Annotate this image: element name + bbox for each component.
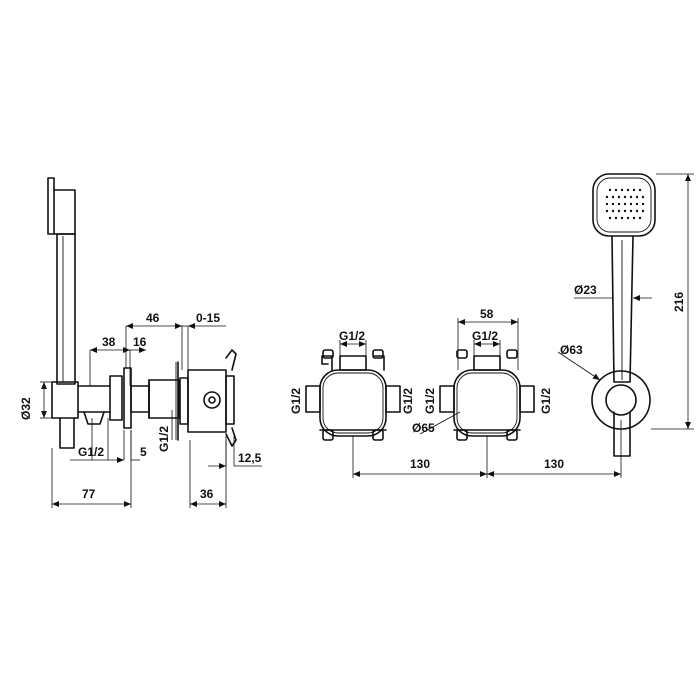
front-box-right: 58 G1/2 G1/2 G1/2 Ø65 <box>412 307 553 478</box>
front-right-g12-top: G1/2 <box>472 329 498 343</box>
side-mixer-body <box>175 349 237 447</box>
dim-5-label: 5 <box>140 445 147 459</box>
front-left-g12-right: G1/2 <box>401 388 415 414</box>
hs-dim-216: 216 <box>672 292 686 312</box>
shower-nozzles <box>605 188 645 220</box>
front-right-g12-right: G1/2 <box>539 388 553 414</box>
front-spacing-dims: 130 130 <box>353 420 622 478</box>
dim-g12-bottom-label: G1/2 <box>78 445 104 459</box>
dim-d32-label: Ø32 <box>19 397 33 420</box>
hs-dim-d63: Ø63 <box>560 343 583 357</box>
front-dim-58: 58 <box>480 307 494 321</box>
dim-36-label: 36 <box>200 487 214 501</box>
front-dim-130-a: 130 <box>410 457 430 471</box>
dim-38-label: 38 <box>102 335 116 349</box>
side-dimensions: 46 0-15 38 16 Ø32 G1/2 G <box>19 311 262 508</box>
front-box-left: G1/2 G1/2 G1/2 <box>289 329 415 478</box>
dim-46-label: 46 <box>146 311 160 325</box>
dim-16-label: 16 <box>133 335 147 349</box>
front-left-g12-left: G1/2 <box>289 388 303 414</box>
dim-0-15-label: 0-15 <box>196 311 220 325</box>
side-wall-elbow <box>51 367 180 449</box>
hand-shower-front: Ø23 Ø63 216 <box>557 173 694 457</box>
dim-12-5-label: 12,5 <box>238 451 262 465</box>
side-hand-shower <box>47 177 76 385</box>
dim-g12-vertical-label: G1/2 <box>157 426 171 452</box>
hs-dim-d23: Ø23 <box>574 283 597 297</box>
front-dim-130-b: 130 <box>544 457 564 471</box>
side-view: 46 0-15 38 16 Ø32 G1/2 G <box>19 177 262 508</box>
front-right-g12-left: G1/2 <box>423 388 437 414</box>
dim-77-label: 77 <box>82 487 96 501</box>
front-left-g12-top: G1/2 <box>339 329 365 343</box>
front-dim-d65: Ø65 <box>412 421 435 435</box>
